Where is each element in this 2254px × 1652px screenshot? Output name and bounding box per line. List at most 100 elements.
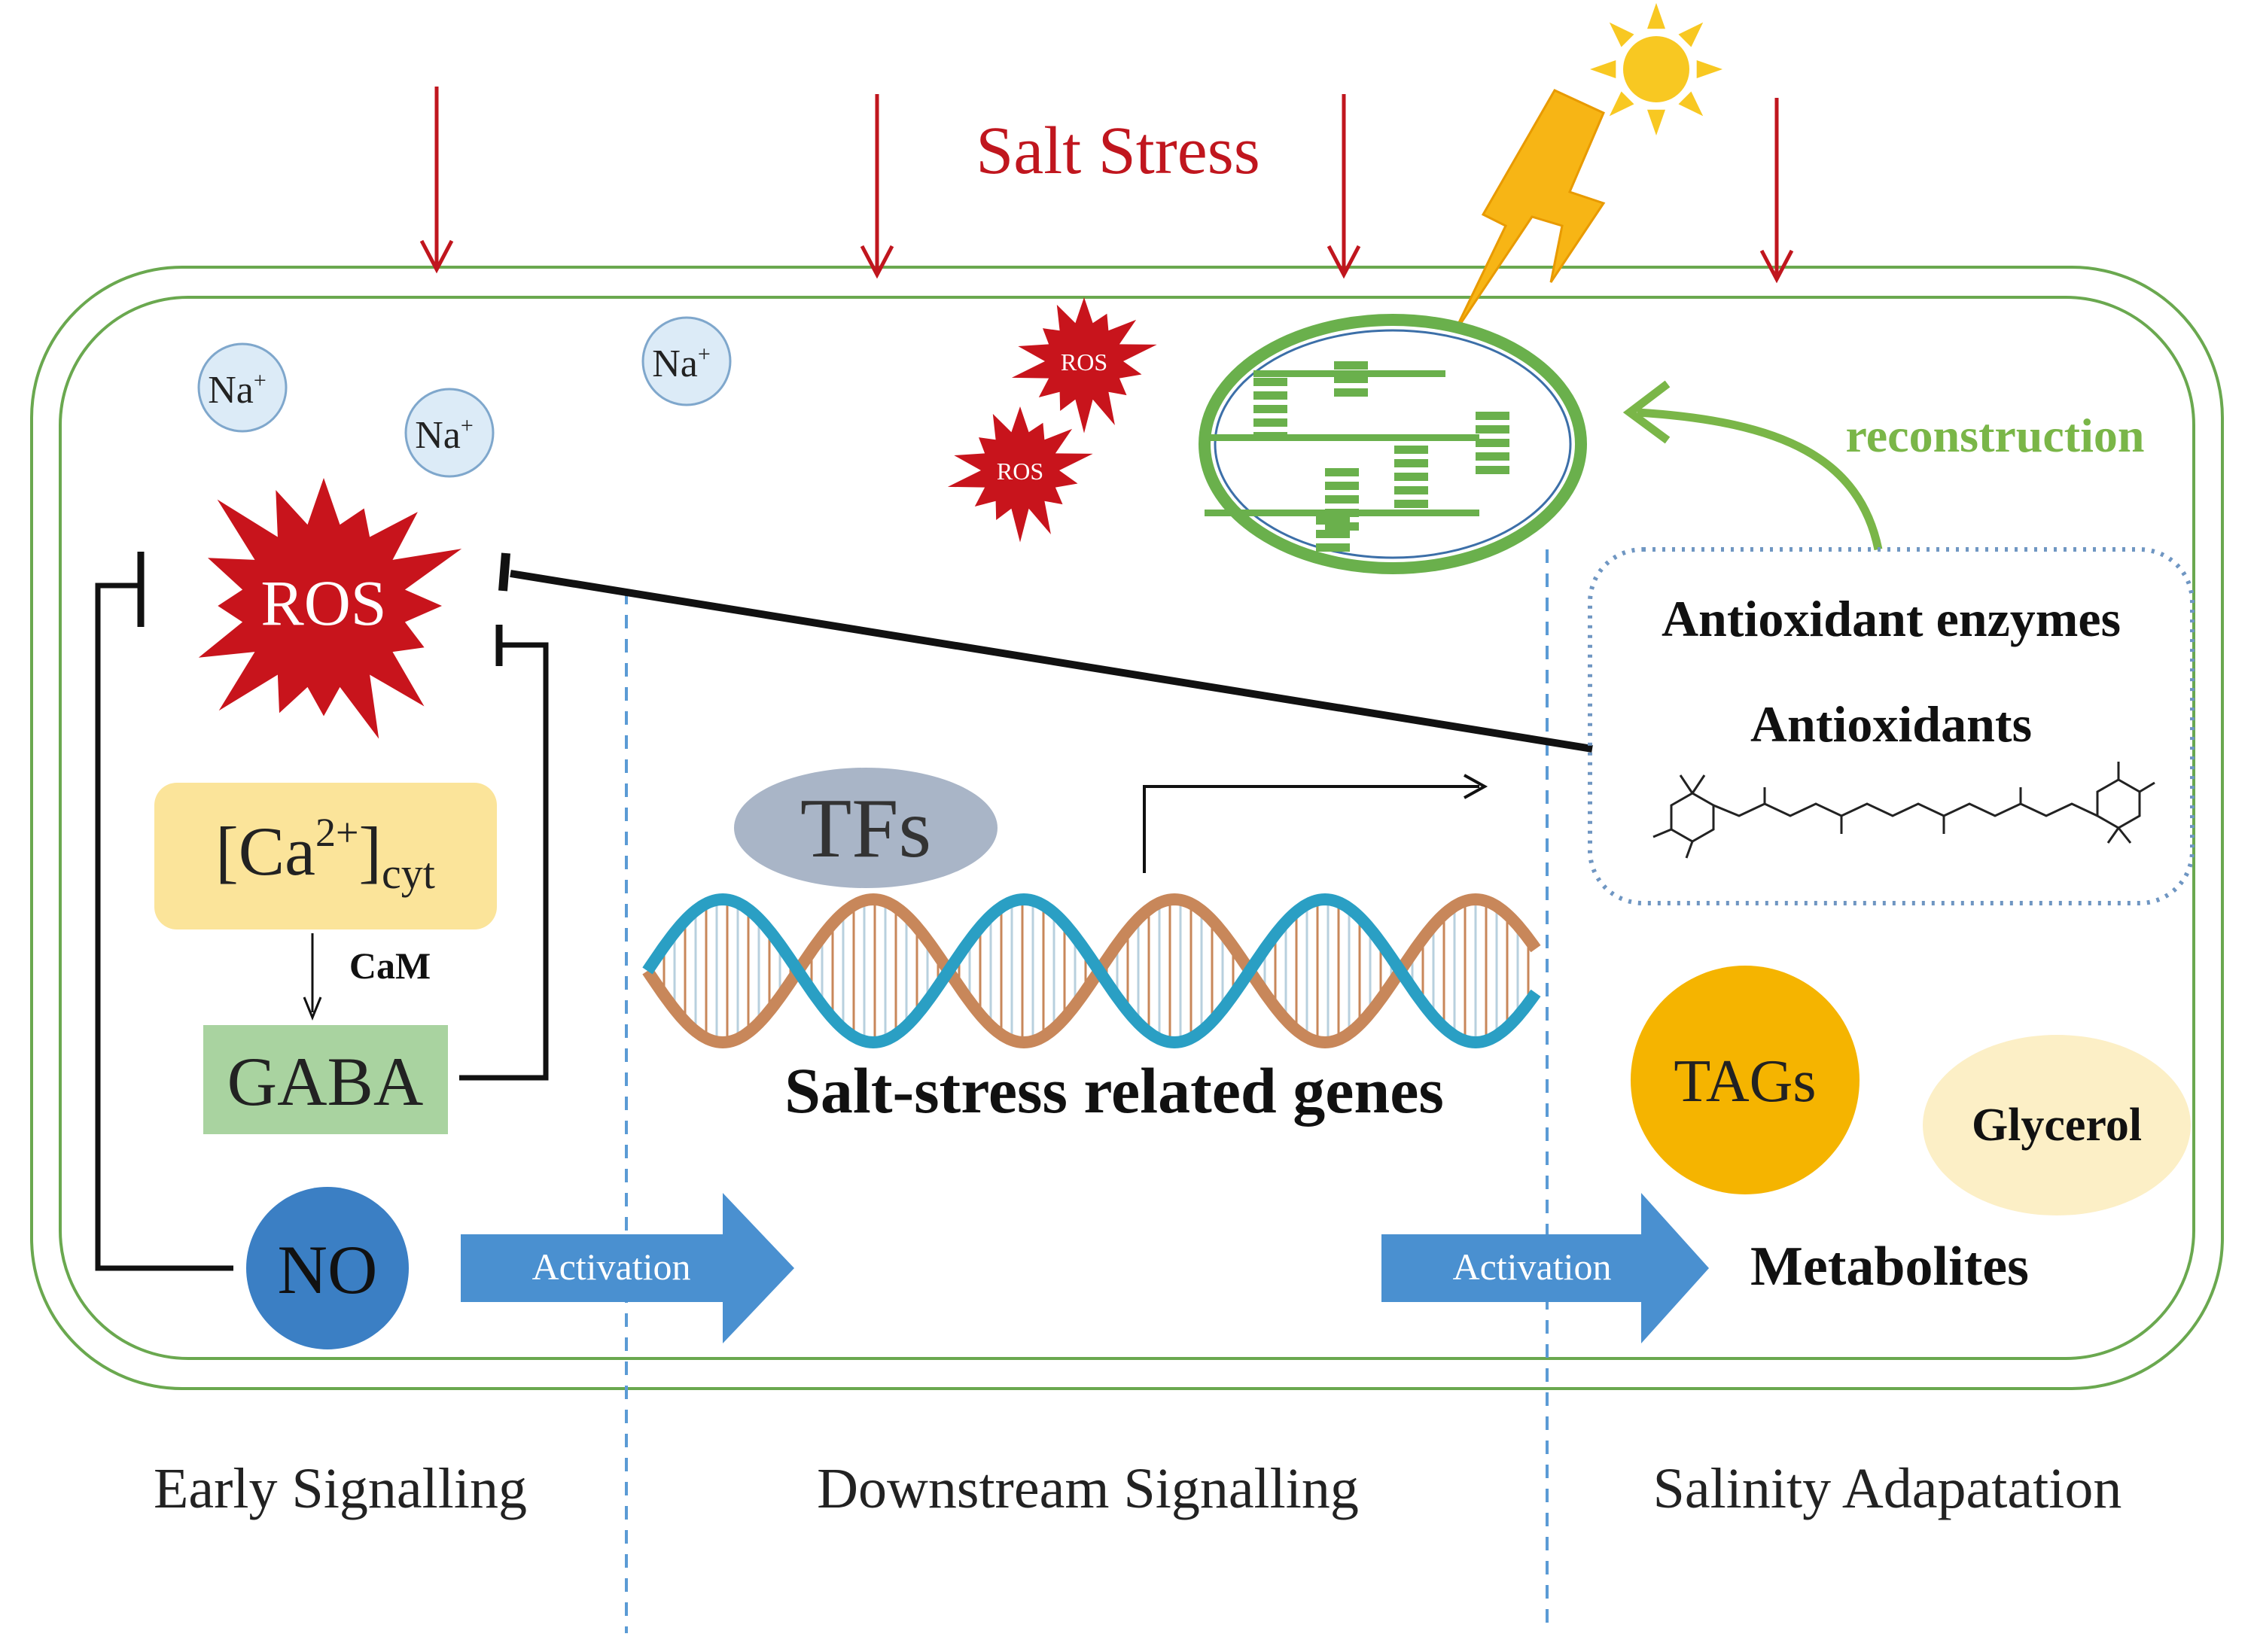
lightning-bolt-icon	[1451, 89, 1606, 336]
granum-disc	[1334, 375, 1368, 383]
sodium-ion-symbol: Na	[652, 342, 698, 385]
thylakoid-lamella	[1205, 434, 1479, 441]
tags-node: TAGs	[1631, 966, 1860, 1194]
salt-stress-title: Salt Stress	[976, 114, 1260, 188]
activation-label: Activation	[532, 1246, 690, 1288]
calcium-label-bracket: ]	[358, 813, 382, 890]
granum-disc	[1253, 432, 1287, 440]
sodium-ion-symbol: Na	[415, 414, 461, 457]
calcium-box: [Ca2+]cyt	[154, 783, 497, 929]
antioxidant-box: Antioxidant enzymes Antioxidants	[1588, 547, 2195, 905]
reconstruction-label: reconstruction	[1846, 409, 2145, 462]
sodium-ion-symbol: Na	[208, 369, 254, 412]
sun-icon	[1590, 3, 1722, 135]
cell-membrane-outer	[30, 266, 2224, 1390]
ros-small-label: ROS	[1061, 348, 1107, 376]
antioxidants-label: Antioxidants	[1750, 695, 2032, 753]
glycerol-node: Glycerol	[1923, 1035, 2191, 1215]
granum-disc	[1394, 473, 1428, 481]
granum-disc	[1394, 486, 1428, 494]
sun-ray	[1647, 109, 1665, 135]
granum-disc	[1334, 361, 1368, 370]
thylakoid-lamella	[1253, 370, 1445, 377]
ros-burst-main: ROS	[198, 478, 462, 739]
antioxidant-enzymes-label: Antioxidant enzymes	[1662, 590, 2121, 647]
gaba-box: GABA	[203, 1025, 448, 1134]
granum-disc	[1325, 482, 1359, 490]
transcription-arrowhead	[1464, 774, 1488, 799]
svg-text:Na+: Na+	[415, 413, 474, 457]
calcium-label-prefix: [Ca	[215, 813, 315, 890]
granum-disc	[1253, 418, 1287, 427]
salt-stress-arrowhead-3	[1327, 245, 1361, 279]
svg-text:Na+: Na+	[652, 342, 711, 385]
activation-label: Activation	[1452, 1246, 1611, 1288]
sodium-ion-charge: +	[254, 368, 267, 393]
antioxidants-inhibit-ros-line	[510, 570, 1593, 753]
calcium-subscript: cyt	[382, 849, 435, 898]
granum-disc	[1394, 446, 1428, 454]
sodium-ion: Na+	[197, 342, 288, 433]
reconstruction-arrow	[1637, 408, 1883, 551]
granum-disc	[1334, 388, 1368, 397]
phase-label-salinity-adaptation: Salinity Adapatation	[1653, 1457, 2122, 1520]
glycerol-label: Glycerol	[1972, 1100, 2142, 1151]
granum-disc	[1476, 452, 1509, 461]
granum-disc	[1253, 391, 1287, 400]
ros-small-label: ROS	[997, 458, 1043, 485]
no-label: NO	[278, 1231, 378, 1308]
granum-disc	[1476, 412, 1509, 420]
ros-burst-small-1: ROS	[1011, 297, 1157, 434]
sun-ray	[1678, 91, 1704, 117]
salt-stress-arrows	[419, 87, 1794, 284]
granum-disc	[1325, 495, 1359, 504]
metabolites-label: Metabolites	[1750, 1236, 2029, 1298]
granum-disc	[1316, 530, 1350, 538]
granum-disc	[1253, 405, 1287, 413]
salt-stress-arrowhead-1	[419, 239, 454, 274]
carotenoid-structure-icon	[1652, 762, 2155, 859]
granum-disc	[1394, 500, 1428, 508]
granum-disc	[1316, 543, 1350, 552]
no-inhibits-ros-line	[95, 583, 233, 1271]
granum-disc	[1476, 439, 1509, 447]
gaba-label: GABA	[227, 1043, 424, 1120]
reconstruction-arrowhead	[1622, 380, 1671, 444]
sun-ray	[1609, 22, 1634, 47]
sodium-ion-charge: +	[698, 342, 711, 367]
transcription-factors: TFs	[734, 768, 998, 888]
gaba-inhibits-ros-line	[459, 642, 549, 1081]
chloroplast	[1199, 314, 1587, 574]
phase-label-downstream-signalling: Downstream Signalling	[817, 1457, 1359, 1520]
calcium-superscript: 2+	[315, 810, 358, 855]
phase-label-early-signalling: Early Signalling	[154, 1457, 527, 1520]
cam-arrowhead	[303, 996, 322, 1021]
ros-main-label: ROS	[260, 567, 386, 639]
activation-arrow-1: Activation	[461, 1193, 794, 1343]
granum-disc	[1476, 466, 1509, 474]
granum-disc	[1476, 425, 1509, 434]
granum-disc	[1253, 378, 1287, 386]
transcription-arrow	[1143, 785, 1479, 873]
ros-burst-small-2: ROS	[947, 406, 1093, 543]
svg-text:Na+: Na+	[208, 368, 267, 412]
sun-ray	[1696, 60, 1722, 78]
granum-disc	[1316, 516, 1350, 525]
granum-disc	[1325, 522, 1359, 531]
cam-label: CaM	[349, 945, 431, 987]
sun-ray	[1678, 22, 1704, 47]
sun-ray	[1609, 91, 1634, 117]
salt-stress-arrowhead-2	[860, 245, 894, 279]
sodium-ion: Na+	[641, 316, 732, 406]
dna-strand-blue	[642, 893, 1541, 1049]
calcium-label: [Ca2+]cyt	[215, 810, 435, 898]
tags-label: TAGs	[1674, 1048, 1816, 1115]
sodium-ion-charge: +	[461, 413, 474, 438]
dna-helix	[642, 893, 1541, 1049]
nitric-oxide-node: NO	[246, 1187, 409, 1349]
antioxidants-inhibit-ros-bar	[498, 552, 510, 592]
genes-label: Salt-stress related genes	[784, 1054, 1444, 1127]
sun-ray	[1590, 60, 1616, 78]
salt-stress-arrowhead-4	[1759, 249, 1794, 284]
granum-disc	[1325, 468, 1359, 476]
